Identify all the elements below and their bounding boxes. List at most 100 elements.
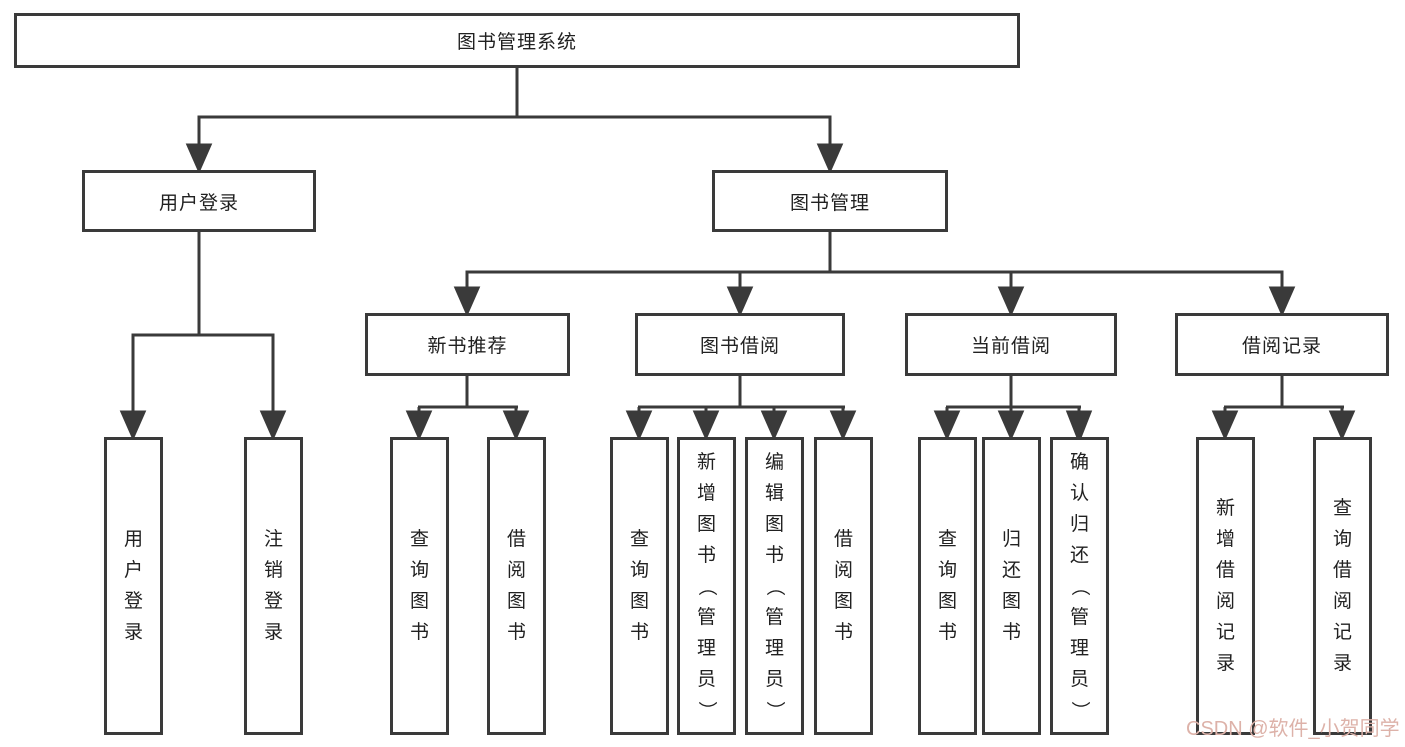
leaf-label-char: 还 xyxy=(1069,544,1089,566)
leaf-label-char: 图 xyxy=(409,591,429,612)
leaf-label: 用户登录 xyxy=(107,440,160,732)
leaf-label-char: 还 xyxy=(1001,560,1021,581)
leaf-return-books: 归还图书 xyxy=(982,437,1041,735)
leaf-label-char: 管 xyxy=(696,606,716,628)
node-book-borrow: 图书借阅 xyxy=(635,313,845,376)
leaf-label-char: 增 xyxy=(696,482,716,504)
leaf-label-char: 书 xyxy=(937,622,957,643)
leaf-label-char: 图 xyxy=(833,591,853,612)
leaf-label-char: 询 xyxy=(629,560,649,581)
leaf-label-char: 查 xyxy=(409,529,429,550)
leaf-label: 新增借阅记录 xyxy=(1199,440,1252,732)
leaf-label-char: 图 xyxy=(506,591,526,612)
leaf-label-char: 阅 xyxy=(1332,591,1352,612)
leaf-label-char: 书 xyxy=(696,544,716,566)
leaf-query-books-recommend: 查询图书 xyxy=(390,437,449,735)
leaf-label-char: 录 xyxy=(1332,653,1352,674)
node-label: 图书管理 xyxy=(789,192,870,214)
leaf-borrow-books: 借阅图书 xyxy=(814,437,873,735)
node-label: 新书推荐 xyxy=(427,336,508,357)
leaf-label-char: 新 xyxy=(696,451,716,473)
leaf-label-char: 登 xyxy=(123,591,143,612)
leaf-label-char: 用 xyxy=(123,529,143,550)
leaf-label: 借阅图书 xyxy=(490,440,543,732)
leaf-label-char: 理 xyxy=(696,637,716,659)
leaf-label: 确认归还（管理员） xyxy=(1053,440,1106,732)
leaf-label-char: 借 xyxy=(833,529,853,550)
leaf-label-char: 员 xyxy=(764,668,784,690)
leaf-query-borrow-record: 查询借阅记录 xyxy=(1313,437,1372,735)
leaf-label-char: 书 xyxy=(1001,622,1021,643)
leaf-borrow-books-recommend: 借阅图书 xyxy=(487,437,546,735)
node-label: 借阅记录 xyxy=(1241,336,1322,357)
leaf-label-char: 户 xyxy=(123,560,143,581)
leaf-label-char: 归 xyxy=(1069,513,1089,535)
leaf-label-char: 书 xyxy=(764,544,784,566)
leaf-label-char: （ xyxy=(763,576,785,596)
leaf-add-borrow-record: 新增借阅记录 xyxy=(1196,437,1255,735)
leaf-label-char: （ xyxy=(695,576,717,596)
leaf-label-char: 询 xyxy=(409,560,429,581)
leaf-label-char: 增 xyxy=(1215,529,1235,550)
leaf-label-char: 书 xyxy=(629,622,649,643)
leaf-label: 借阅图书 xyxy=(817,440,870,732)
leaf-label-char: 查 xyxy=(629,529,649,550)
node-current-borrow: 当前借阅 xyxy=(905,313,1117,376)
leaf-label-char: 注 xyxy=(263,529,283,550)
leaf-label: 查询图书 xyxy=(393,440,446,732)
leaf-label-char: 阅 xyxy=(506,560,526,581)
leaf-label-char: 管 xyxy=(764,606,784,628)
node-new-book-recommend: 新书推荐 xyxy=(365,313,570,376)
node-label: 当前借阅 xyxy=(970,336,1051,357)
node-user-login: 用户登录 xyxy=(82,170,316,232)
leaf-label: 编辑图书 （ 管理员 ） xyxy=(748,440,801,732)
leaf-label-char: 员 xyxy=(696,668,716,690)
leaf-label-char: 查 xyxy=(937,529,957,550)
leaf-label-char: 图 xyxy=(1001,591,1021,612)
csdn-watermark: CSDN @软件_小贺同学 xyxy=(1186,718,1400,740)
leaf-label-char: 记 xyxy=(1332,622,1352,643)
leaf-label-char: 图 xyxy=(764,513,784,535)
leaf-label-char: 图 xyxy=(696,513,716,535)
leaf-label-char: ） xyxy=(1068,700,1090,720)
leaf-label: 查询图书 xyxy=(921,440,974,732)
leaf-label-char: 录 xyxy=(1215,653,1235,674)
leaf-label-char: 询 xyxy=(1332,529,1352,550)
node-library-system: 图书管理系统 xyxy=(14,13,1020,68)
leaf-logout: 注销登录 xyxy=(244,437,303,735)
leaf-label-char: 查 xyxy=(1332,498,1352,519)
leaf-label: 查询图书 xyxy=(613,440,666,732)
leaf-label-char: 录 xyxy=(123,622,143,643)
leaf-label-char: 认 xyxy=(1069,482,1089,504)
leaf-label-char: 录 xyxy=(263,622,283,643)
leaf-query-current: 查询图书 xyxy=(918,437,977,735)
leaf-label-char: 理 xyxy=(764,637,784,659)
leaf-label-char: 书 xyxy=(833,622,853,643)
leaf-label-char: 询 xyxy=(937,560,957,581)
leaf-label-char: 员 xyxy=(1069,668,1089,690)
leaf-label-char: 阅 xyxy=(1215,591,1235,612)
leaf-label: 注销登录 xyxy=(247,440,300,732)
leaf-label-char: （ xyxy=(1068,576,1090,596)
leaf-label-char: 辑 xyxy=(764,482,784,504)
leaf-label-char: 理 xyxy=(1069,637,1089,659)
leaf-label-char: 借 xyxy=(1332,560,1352,581)
leaf-confirm-return-admin: 确认归还（管理员） xyxy=(1050,437,1109,735)
leaf-label-char: 阅 xyxy=(833,560,853,581)
node-book-management: 图书管理 xyxy=(712,170,948,232)
node-label: 图书管理系统 xyxy=(456,32,577,53)
leaf-label: 新增图书 （ 管理员 ） xyxy=(680,440,733,732)
leaf-edit-books-admin: 编辑图书 （ 管理员 ） xyxy=(745,437,804,735)
leaf-label: 归还图书 xyxy=(985,440,1038,732)
leaf-label: 查询借阅记录 xyxy=(1316,440,1369,732)
leaf-label-char: 书 xyxy=(409,622,429,643)
leaf-label-char: ） xyxy=(695,700,717,720)
leaf-label-char: 管 xyxy=(1069,606,1089,628)
leaf-label-char: 借 xyxy=(506,529,526,550)
leaf-add-books-admin: 新增图书 （ 管理员 ） xyxy=(677,437,736,735)
leaf-label-char: 记 xyxy=(1215,622,1235,643)
leaf-label-char: ） xyxy=(763,700,785,720)
leaf-label-char: 图 xyxy=(629,591,649,612)
leaf-label-char: 编 xyxy=(764,451,784,473)
